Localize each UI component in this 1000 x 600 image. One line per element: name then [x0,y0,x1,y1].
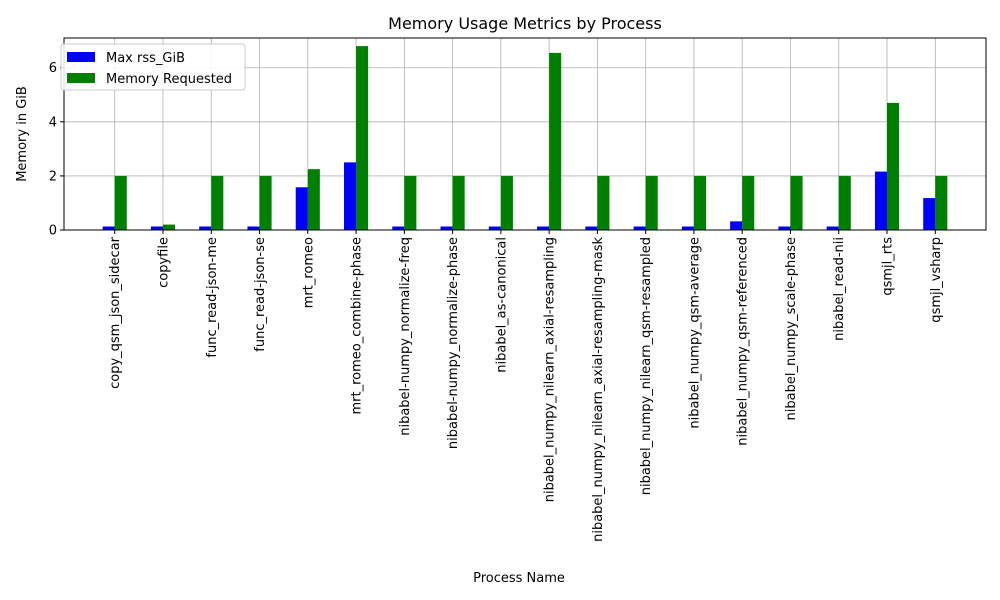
legend-label: Memory Requested [106,72,232,87]
bar [633,226,646,230]
bar [923,198,936,230]
x-axis: copy_qsm_json_sidecar copyfile func_read-j… [108,230,944,542]
bar [211,175,224,230]
bar [488,226,501,230]
legend: Max rss_GiB Memory Requested [60,43,246,91]
x-tick-label: nibabel_numpy_nilearn_qsm-resampled [639,237,654,495]
x-tick-label: func_read-json-me [205,237,220,358]
bar [742,175,755,230]
y-tick-label: 6 [49,61,57,76]
bar [452,175,465,230]
bar [693,175,707,230]
bar [162,224,176,230]
bar [199,226,212,230]
bar [597,175,610,230]
bar [356,46,369,231]
bar [150,226,163,230]
x-axis-label: Process Name [473,571,565,586]
x-tick-label: func_read-json-se [253,237,268,352]
bar [585,226,598,230]
bar [392,226,405,230]
bar [307,169,320,230]
bars-layer [102,46,948,231]
bar [838,175,851,230]
legend-label: Max rss_GiB [106,51,185,66]
bar [681,226,694,230]
x-tick-label: nibabel_numpy_nilearn_axial-resampling-m… [591,237,606,542]
bar [102,226,115,230]
legend-swatch [67,73,95,83]
bar [730,221,743,230]
bar [295,187,308,230]
bar [790,175,803,230]
x-tick-label: mrt_romeo_combine-phase [350,237,365,415]
x-tick-label: nibabel_numpy_qsm-referenced [736,237,751,446]
plot-frame [63,37,987,231]
x-tick-label: qsmjl_rts [881,237,896,296]
bar [440,226,453,230]
x-tick-label: nibabel_numpy_qsm-average [687,237,702,429]
bar [114,175,127,230]
bar [826,226,839,230]
y-tick-label: 0 [49,224,57,239]
bar [247,226,260,230]
bar [259,175,272,230]
chart-title: Memory Usage Metrics by Process [388,14,662,33]
y-tick-label: 2 [49,169,57,184]
x-tick-label: mrt_romeo [301,237,316,308]
x-tick-label: nibabel_read-nii [832,237,847,341]
bar [887,102,900,230]
bar [778,226,791,230]
legend-swatch [67,52,95,62]
x-tick-label: nibabel_numpy_scale-phase [784,237,799,420]
x-tick-label: qsmjl_vsharp [929,237,944,323]
legend-box [60,43,246,91]
x-tick-label: copyfile [156,237,171,288]
bar [343,162,357,230]
bar [935,175,948,230]
y-axis-label: Memory in GiB [15,86,30,182]
x-tick-label: nibabel-numpy_normalize-freq [398,237,413,436]
x-tick-label: nibabel-numpy_normalize-phase [446,237,461,449]
x-tick-label: nibabel_numpy_nilearn_axial-resampling [543,237,558,502]
bar [874,171,888,230]
y-tick-label: 4 [49,115,57,130]
bar [537,226,550,230]
x-tick-label: copy_qsm_json_sidecar [108,236,123,389]
x-tick-label: nibabel_as-canonical [494,237,509,373]
bar [500,175,513,230]
bar [404,175,417,230]
bar [549,52,562,231]
bar [645,175,658,230]
